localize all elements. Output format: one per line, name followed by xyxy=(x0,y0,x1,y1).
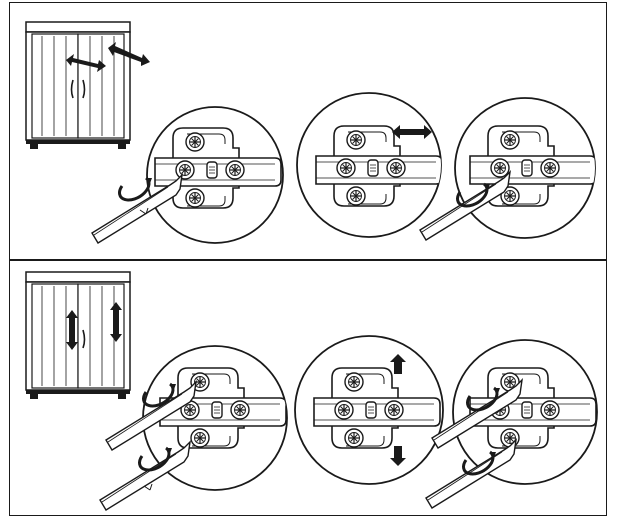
cabinet-icon xyxy=(25,21,131,150)
hinge-detail-4 xyxy=(99,345,288,511)
hinge-detail-3 xyxy=(419,97,596,241)
hinge-detail-1 xyxy=(91,106,284,244)
hinge-detail-2 xyxy=(296,92,442,238)
hinge-detail-6 xyxy=(425,339,598,509)
hinge-detail-5 xyxy=(294,335,444,485)
rotation-arrow-icon xyxy=(118,176,154,202)
double-arrow-icon xyxy=(66,42,150,72)
